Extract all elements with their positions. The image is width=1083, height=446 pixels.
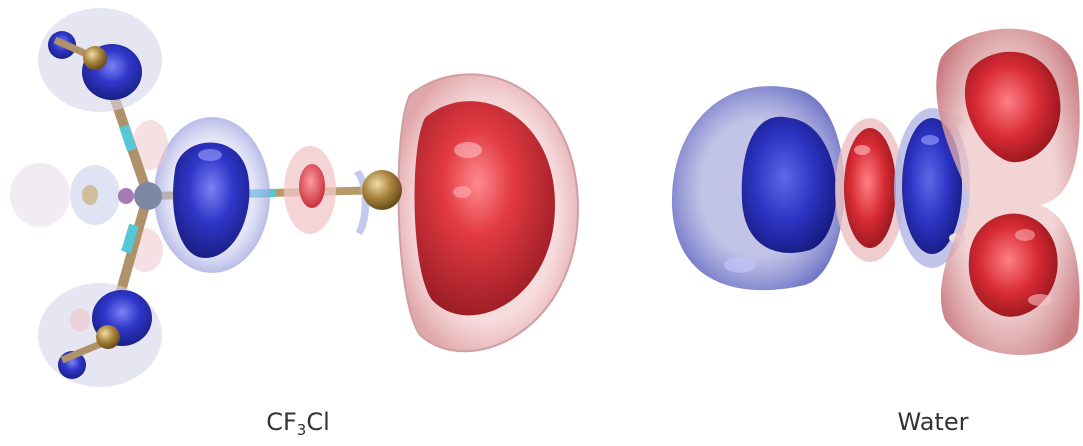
water-orbital-image	[600, 0, 1083, 446]
cf3cl-orbital-image	[0, 0, 600, 446]
central-blue-lobe	[154, 117, 270, 273]
large-red-lobe	[399, 74, 579, 351]
water-panel: Water	[600, 0, 1083, 446]
caption-subscript: 3	[297, 421, 307, 439]
chlorine-atom	[362, 170, 402, 210]
caption-cf: CF	[266, 408, 297, 436]
small-red-lobe	[284, 146, 336, 234]
bottom-fluorine-group	[38, 283, 162, 387]
cf3cl-caption: CF3Cl	[238, 408, 358, 439]
caption-cl: Cl	[306, 408, 329, 436]
water-caption: Water	[858, 408, 1008, 436]
carbon-atom	[134, 182, 162, 210]
large-blue-lobe	[672, 86, 845, 290]
cf3cl-panel: CF3Cl	[0, 0, 600, 446]
top-fluorine-group	[38, 8, 162, 112]
